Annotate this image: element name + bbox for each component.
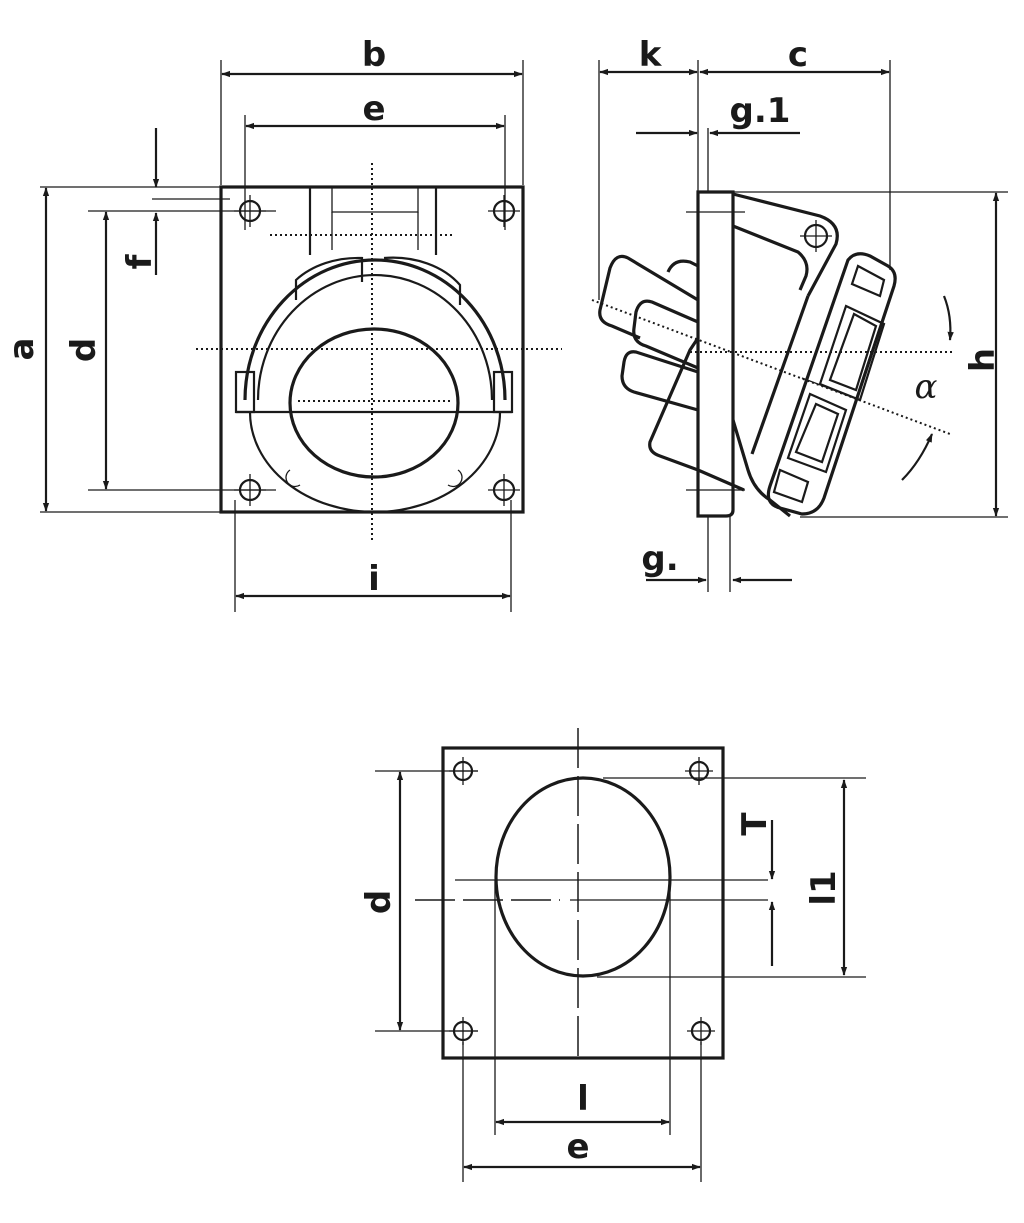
label-d-cutout: d: [359, 890, 399, 914]
cutout-opening: [494, 776, 672, 978]
label-alpha: α: [915, 367, 938, 407]
alpha-arc-top: [942, 295, 954, 341]
front-view: b e i a d f: [2, 35, 562, 612]
side-socket-housing: [731, 192, 897, 518]
label-h: h: [963, 348, 1003, 372]
label-f: f: [120, 253, 160, 269]
front-mounting-holes: [234, 195, 520, 506]
label-b: b: [362, 35, 386, 75]
label-g1: g.1: [730, 91, 791, 131]
label-T: T: [735, 812, 775, 836]
cutout-plate: [441, 746, 725, 1060]
side-tilt-axis: [591, 299, 951, 435]
label-l: l: [577, 1079, 589, 1119]
side-dimension-lines: [599, 68, 1000, 584]
cutout-extension-lines: [375, 770, 866, 1182]
side-mounting-plate: [696, 190, 735, 518]
label-e-cutout: e: [566, 1127, 589, 1167]
label-g: g.: [641, 539, 678, 579]
label-a: a: [2, 338, 42, 361]
side-extension-lines: [598, 60, 1008, 592]
cutout-view: d T l1 l e: [359, 728, 866, 1182]
label-d-front: d: [64, 338, 104, 362]
alpha-arc-bottom: [901, 433, 934, 481]
label-k: k: [639, 35, 663, 75]
cutout-mounting-holes: [449, 757, 715, 1045]
label-e-front: e: [362, 89, 385, 129]
cutout-dimension-lines: [396, 771, 848, 1171]
front-socket-body: [234, 187, 514, 514]
label-c: c: [788, 35, 808, 75]
side-lid: [766, 252, 897, 516]
side-view: α k c g.1 g. h: [591, 35, 1008, 592]
side-rear-housing: [598, 254, 745, 492]
label-l1: l1: [804, 870, 844, 905]
front-socket-face: [288, 327, 460, 479]
front-extension-lines: [40, 60, 524, 612]
front-dimension-lines: [42, 70, 523, 600]
label-i: i: [368, 559, 380, 599]
front-center-lines: [196, 163, 562, 540]
